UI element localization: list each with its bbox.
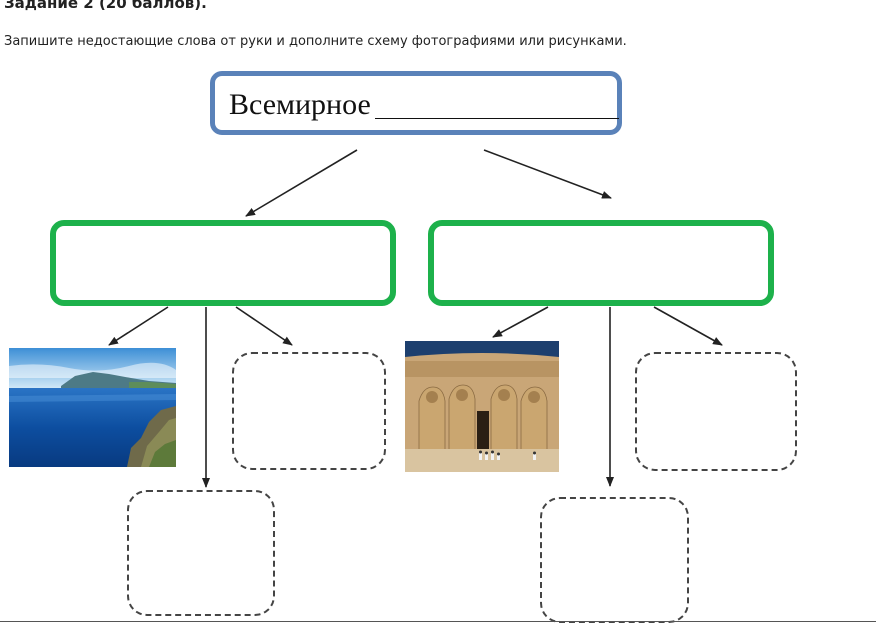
empty-dashed-box-1[interactable] [232, 352, 386, 470]
arrow-right-to-photo [492, 306, 549, 338]
arrow-left-to-dashed [235, 306, 293, 346]
level2-box-right[interactable] [428, 220, 774, 306]
arrow-top-to-right [483, 149, 612, 199]
lake-landscape-photo [9, 348, 176, 467]
rock-temple-photo [405, 341, 559, 472]
bottom-divider [0, 621, 876, 622]
empty-dashed-box-4[interactable] [540, 497, 689, 623]
arrow-right-to-dashed [653, 306, 723, 346]
top-box-word: Всемирное [229, 88, 371, 121]
task-instruction: Запишите недостающие слова от руки и доп… [4, 34, 627, 49]
arrow-left-to-photo [108, 306, 169, 346]
task-title: Задание 2 (20 баллов). [4, 0, 207, 12]
fill-in-blank-line[interactable] [375, 118, 619, 119]
arrow-top-to-left [245, 149, 358, 217]
top-category-box: Всемирное [210, 71, 622, 135]
empty-dashed-box-3[interactable] [635, 352, 797, 471]
empty-dashed-box-2[interactable] [127, 490, 275, 616]
level2-box-left[interactable] [50, 220, 396, 306]
